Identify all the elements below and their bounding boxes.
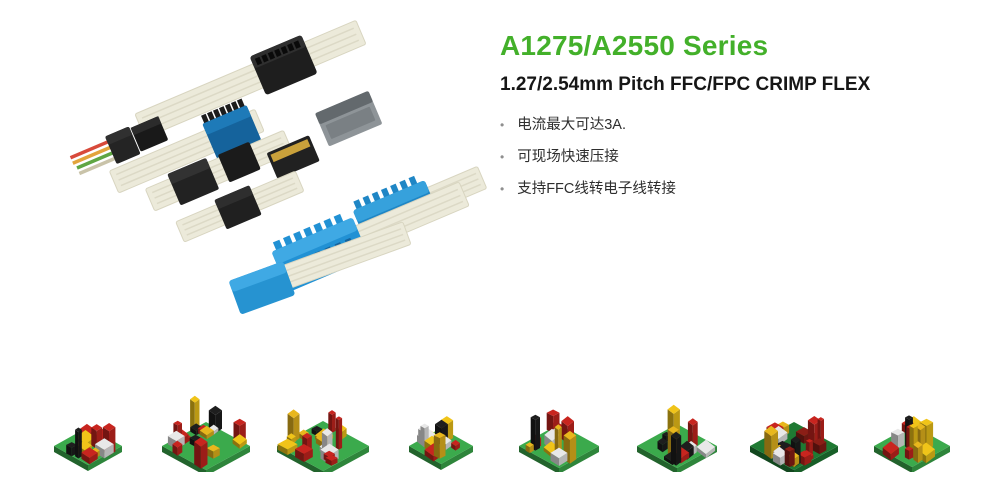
series-subtitle: 1.27/2.54mm Pitch FFC/FPC CRIMP FLEX bbox=[500, 74, 871, 95]
feature-list: • 电流最大可达3A. • 可现场快速压接 • 支持FFC线转电子线转接 bbox=[500, 113, 975, 198]
bullet-icon: • bbox=[500, 182, 505, 196]
pcb-assembly-thumbnail-2 bbox=[161, 395, 250, 472]
ffc-ribbon-cable bbox=[145, 130, 293, 211]
series-title: A1275/A2550 Series bbox=[500, 30, 769, 61]
connector-family-illustration bbox=[69, 20, 487, 314]
wire-harness bbox=[69, 116, 168, 176]
feature-bullet: • 支持FFC线转电子线转接 bbox=[500, 177, 975, 198]
crimp-connector-black bbox=[167, 158, 219, 205]
product-gallery bbox=[0, 336, 1000, 476]
crimp-connector-black-large bbox=[250, 35, 317, 95]
feature-text: 可现场快速压接 bbox=[517, 149, 619, 165]
crimp-connector-black-small bbox=[105, 116, 168, 164]
ffc-ribbon-cable bbox=[175, 171, 304, 243]
ffc-ribbon-cable bbox=[229, 221, 411, 314]
bullet-icon: • bbox=[500, 150, 505, 164]
crimp-connector-blue-flat bbox=[229, 261, 295, 314]
pcb-assembly-thumbnail-6 bbox=[636, 404, 717, 472]
crimp-connector-black bbox=[218, 142, 261, 182]
pcb-assembly-thumbnail-1 bbox=[54, 423, 122, 471]
feature-bullet: • 电流最大可达3A. bbox=[500, 113, 975, 134]
hero-info: A1275/A2550 Series 1.27/2.54mm Pitch FFC… bbox=[500, 30, 975, 209]
pcb-assembly-thumbnail-3 bbox=[277, 409, 370, 472]
pcb-assembly-thumbnail-7 bbox=[750, 416, 839, 472]
pcb-assembly-thumbnail-5 bbox=[518, 409, 599, 472]
bullet-icon: • bbox=[500, 118, 505, 132]
crimp-connector-gold-contacts bbox=[267, 135, 320, 179]
pcb-assembly-thumbnail-8 bbox=[873, 415, 950, 472]
smt-connector-gray bbox=[315, 91, 382, 146]
pcb-assembly-thumbnail-4 bbox=[409, 416, 474, 470]
crimp-connector-black bbox=[214, 185, 262, 229]
feature-text: 支持FFC线转电子线转接 bbox=[517, 181, 676, 197]
feature-text: 电流最大可达3A. bbox=[517, 117, 626, 133]
ffc-ribbon-cable bbox=[135, 20, 366, 138]
feature-bullet: • 可现场快速压接 bbox=[500, 145, 975, 166]
